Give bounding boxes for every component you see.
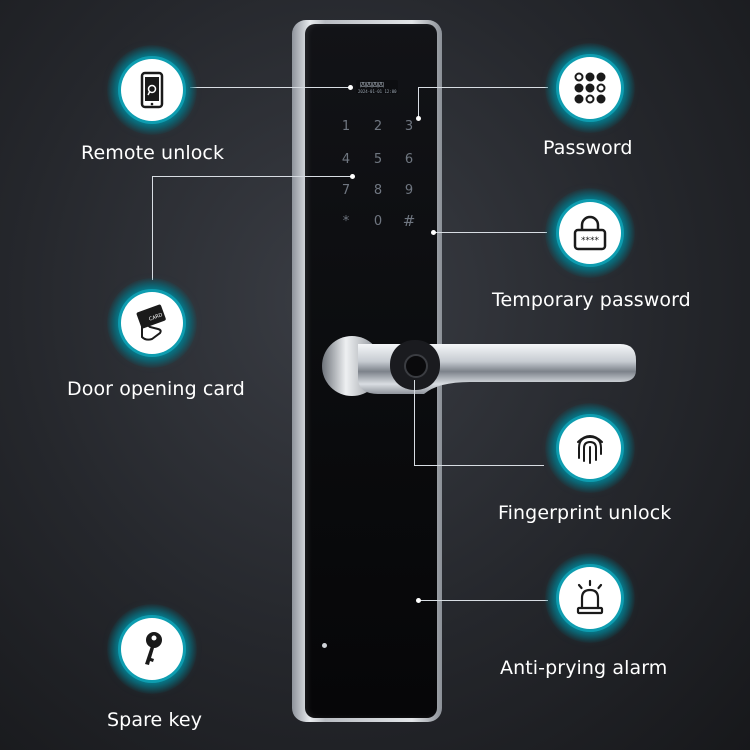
remote-unlock-badge	[107, 45, 197, 135]
connector-card-v	[152, 176, 153, 280]
connector-anti-prying	[420, 600, 548, 601]
keyhole	[322, 643, 327, 648]
key-icon	[145, 632, 162, 665]
lever-handle[interactable]	[320, 330, 638, 400]
door-opening-card-label: Door opening card	[67, 378, 245, 400]
card-hand-icon: CARD	[136, 304, 166, 341]
anti-prying-alarm-label: Anti-prying alarm	[500, 657, 668, 679]
keypad-icon	[574, 72, 606, 104]
connector-dot-temporary-password	[431, 230, 436, 235]
keypad-key-0[interactable]: 0	[373, 214, 383, 229]
keypad-key-6[interactable]: 6	[404, 152, 414, 167]
svg-text:****: ****	[581, 236, 600, 246]
door-opening-card-badge: CARD	[107, 278, 197, 368]
connector-dot-anti-prying	[416, 598, 421, 603]
spare-key-label: Spare key	[107, 709, 203, 731]
keypad-key-7[interactable]: 7	[341, 183, 351, 198]
spare-key-badge	[107, 604, 197, 694]
keypad-key-9[interactable]: 9	[404, 183, 414, 198]
keypad-key-2[interactable]: 2	[373, 119, 383, 134]
keypad-key-8[interactable]: 8	[373, 183, 383, 198]
fingerprint-unlock-label: Fingerprint unlock	[498, 502, 672, 524]
svg-text:CARD: CARD	[148, 312, 164, 323]
connector-dot-remote-unlock	[348, 85, 353, 90]
password-badge	[545, 43, 635, 133]
keypad-key-bell[interactable]: #	[402, 212, 416, 230]
connector-password-h	[418, 87, 548, 88]
fingerprint-unlock-badge	[545, 403, 635, 493]
smartphone-icon	[140, 71, 164, 109]
padlock-icon: ****	[573, 215, 607, 251]
keypad-key-star[interactable]: *	[342, 214, 350, 229]
lock-display-subtext: 2024-01-01 12:00	[358, 89, 397, 94]
password-label: Password	[543, 137, 633, 159]
keypad-key-1[interactable]: 1	[341, 119, 351, 134]
keypad-key-4[interactable]: 4	[341, 152, 351, 167]
connector-dot-card	[350, 174, 355, 179]
keypad-key-3[interactable]: 3	[404, 119, 414, 134]
connector-remote-unlock	[190, 87, 350, 88]
connector-card-h	[152, 176, 352, 177]
lock-display	[356, 80, 398, 94]
connector-password-v	[418, 87, 419, 117]
lock-display-text: 四四四四	[360, 82, 385, 89]
fingerprint-icon	[577, 435, 603, 464]
connector-temporary-password	[435, 232, 547, 233]
connector-dot-password	[416, 116, 421, 121]
temporary-password-badge: ****	[545, 188, 635, 278]
connector-fingerprint-v	[414, 380, 415, 465]
anti-prying-alarm-badge	[545, 553, 635, 643]
alarm-light-icon	[576, 579, 604, 615]
connector-fingerprint-h	[414, 465, 544, 466]
remote-unlock-label: Remote unlock	[81, 142, 225, 164]
keypad-key-5[interactable]: 5	[373, 152, 383, 167]
temporary-password-label: Temporary password	[492, 289, 691, 311]
